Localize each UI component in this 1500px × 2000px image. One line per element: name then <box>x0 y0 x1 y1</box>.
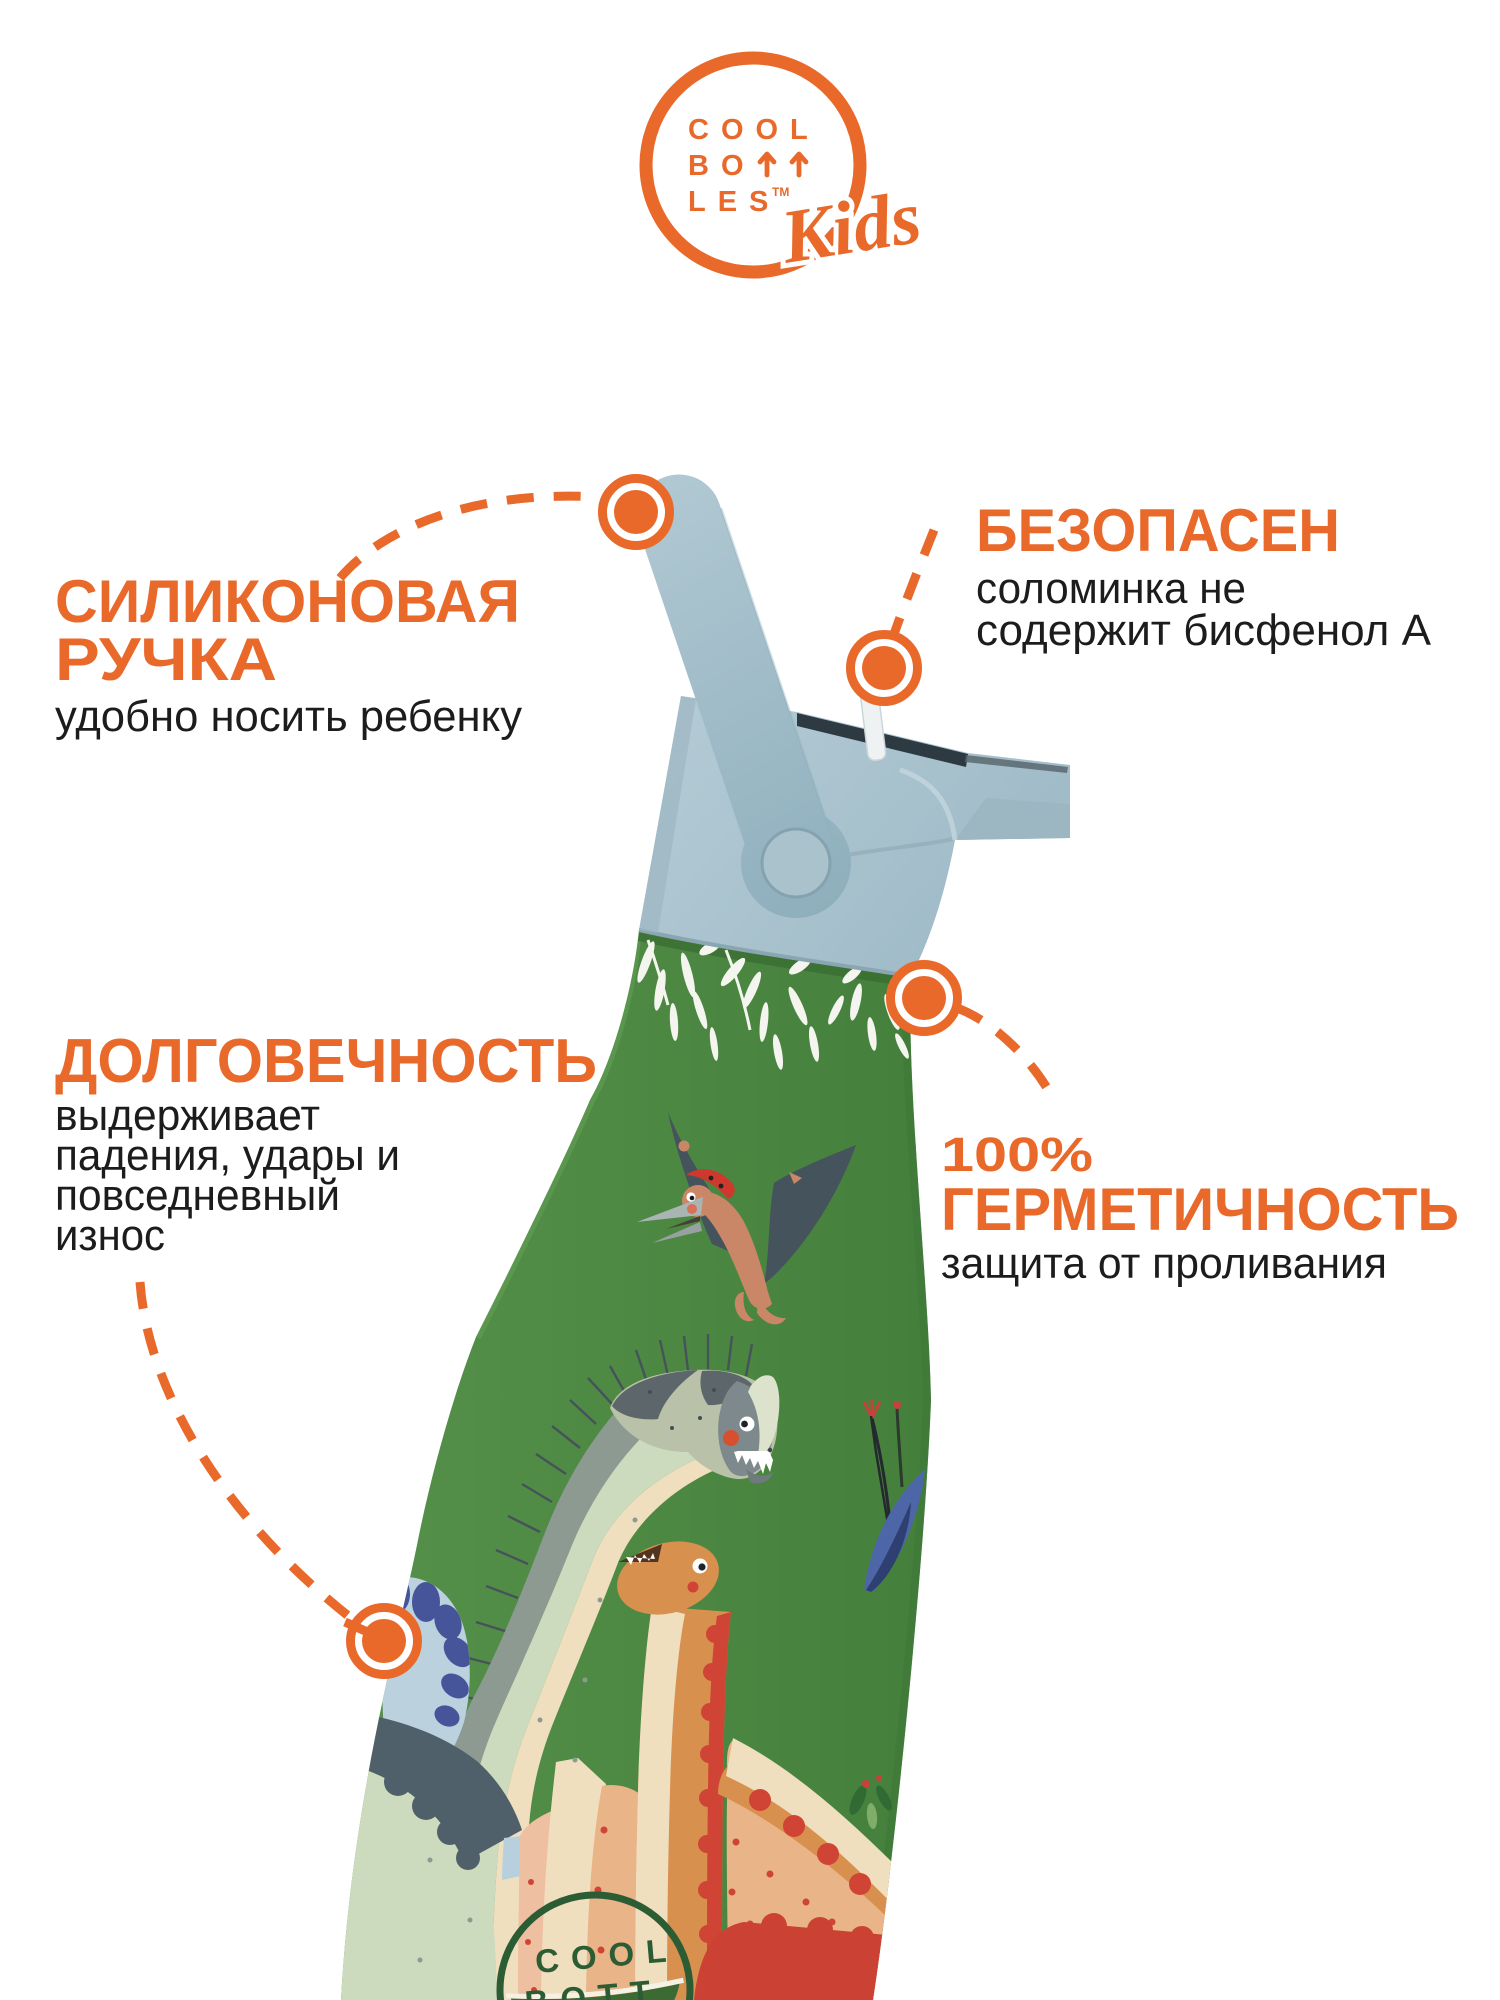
svg-text:СИЛИКОНОВАЯ: СИЛИКОНОВАЯ <box>55 568 520 635</box>
svg-text:износ: износ <box>55 1211 165 1260</box>
svg-text:БЕЗОПАСЕН: БЕЗОПАСЕН <box>976 497 1340 564</box>
svg-text:TM: TM <box>772 185 789 199</box>
svg-text:удобно носить ребенку: удобно носить ребенку <box>55 692 522 741</box>
svg-text:падения, удары и: падения, удары и <box>55 1131 400 1180</box>
svg-text:защита от проливания: защита от проливания <box>941 1239 1387 1288</box>
svg-text:BO: BO <box>688 150 756 182</box>
svg-text:РУЧКА: РУЧКА <box>55 626 277 693</box>
svg-text:выдерживает: выдерживает <box>55 1091 320 1140</box>
svg-text:LES: LES <box>688 186 780 218</box>
svg-text:ГЕРМЕТИЧНОСТЬ: ГЕРМЕТИЧНОСТЬ <box>941 1176 1459 1243</box>
svg-text:содержит бисфенол А: содержит бисфенол А <box>976 606 1432 655</box>
svg-text:100%: 100% <box>941 1129 1093 1182</box>
svg-text:соломинка не: соломинка не <box>976 564 1246 613</box>
svg-text:ДОЛГОВЕЧНОСТЬ: ДОЛГОВЕЧНОСТЬ <box>55 1027 597 1096</box>
svg-text:COOL: COOL <box>688 114 820 146</box>
svg-text:повседневный: повседневный <box>55 1171 340 1220</box>
